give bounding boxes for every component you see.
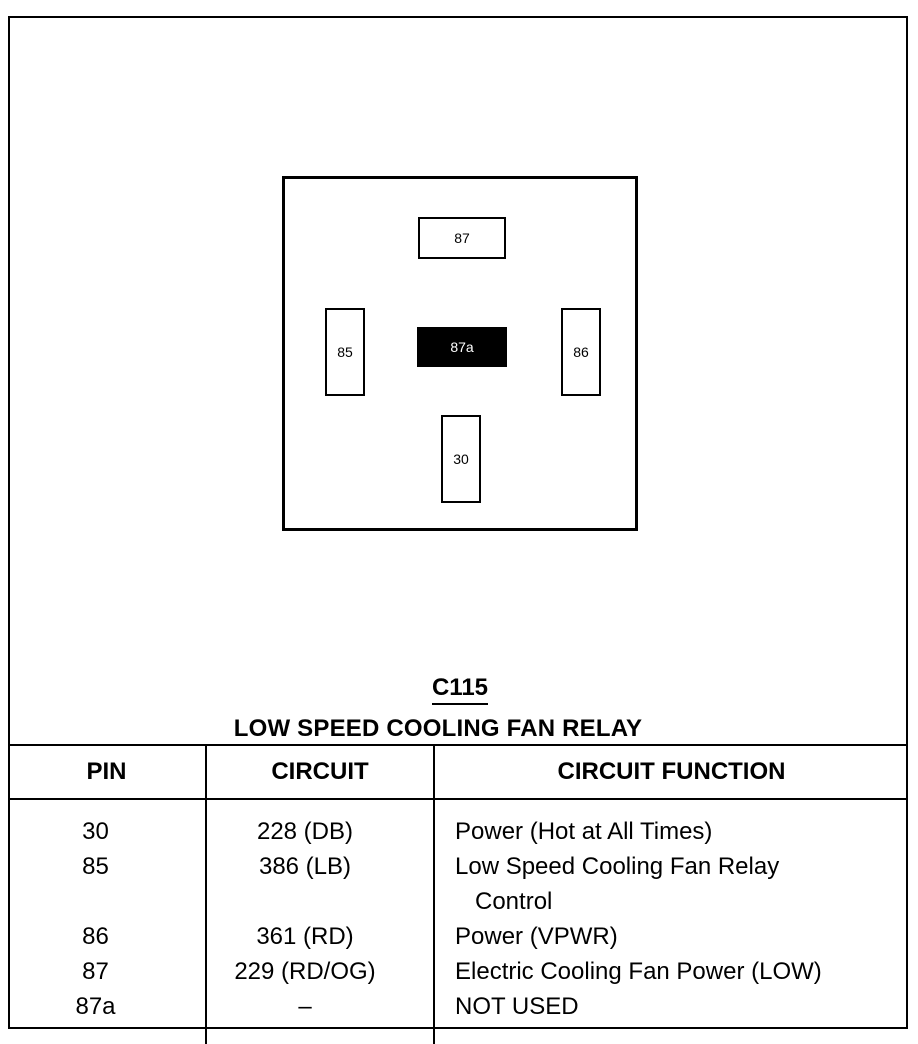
circuit-cell: 361 (RD): [205, 919, 434, 954]
pin-cell: 30: [82, 818, 109, 845]
circuit-cell: 386 (LB): [205, 849, 434, 919]
header-pin: PIN: [8, 744, 206, 800]
cavity-85-label: 85: [337, 344, 353, 360]
connector-name: LOW SPEED COOLING FAN RELAY: [233, 715, 643, 742]
cavity-30: 30: [441, 415, 481, 503]
header-circuit: CIRCUIT: [205, 744, 434, 800]
cavity-87a: 87a: [417, 327, 507, 367]
function-cell: Low Speed Cooling Fan Relay Control: [433, 849, 908, 919]
function-cell: Power (VPWR): [433, 919, 908, 954]
table-row: 87a – NOT USED: [8, 989, 908, 1044]
table-row: 86 361 (RD) Power (VPWR): [8, 919, 908, 954]
pin-cell: 87a: [75, 993, 116, 1020]
circuit-cell: 228 (DB): [205, 799, 434, 849]
function-text: Low Speed Cooling Fan Relay: [455, 853, 780, 880]
cavity-85: 85: [325, 308, 365, 396]
function-text: Electric Cooling Fan Power (LOW): [455, 958, 822, 985]
relay-connector-face: 87 87a 85 86 30: [282, 176, 638, 531]
cavity-30-label: 30: [453, 451, 469, 467]
function-text: Power (Hot at All Times): [455, 818, 713, 845]
connector-id: C115: [431, 674, 489, 705]
table-row: 85 386 (LB) Low Speed Cooling Fan Relay …: [8, 849, 908, 919]
function-text: NOT USED: [455, 993, 579, 1020]
table-header-row: PIN CIRCUIT CIRCUIT FUNCTION: [8, 744, 908, 800]
circuit-cell: –: [205, 989, 434, 1044]
cavity-87a-label: 87a: [450, 339, 474, 355]
cavity-86-label: 86: [573, 344, 589, 360]
pin-cell: 85: [82, 853, 109, 880]
function-cell: Electric Cooling Fan Power (LOW): [433, 954, 908, 989]
circuit-cell: 229 (RD/OG): [205, 954, 434, 989]
cavity-87: 87: [418, 217, 506, 259]
connector-id-heading: C115: [10, 674, 910, 705]
table-row: 87 229 (RD/OG) Electric Cooling Fan Powe…: [8, 954, 908, 989]
header-circuit-function: CIRCUIT FUNCTION: [433, 744, 908, 800]
diagram-frame: 87 87a 85 86 30 C115 LOW SPEED COOLING F…: [8, 16, 910, 1044]
function-text: Power (VPWR): [455, 923, 618, 950]
table-row: 30 228 (DB) Power (Hot at All Times): [8, 799, 908, 849]
pin-cell: 87: [82, 958, 109, 985]
cavity-86: 86: [561, 308, 601, 396]
pinout-table: PIN CIRCUIT CIRCUIT FUNCTION 30 228 (DB)…: [8, 744, 908, 1044]
function-cell: NOT USED: [433, 989, 908, 1044]
pin-cell: 86: [82, 923, 109, 950]
function-cell: Power (Hot at All Times): [433, 799, 908, 849]
cavity-87-label: 87: [454, 230, 470, 246]
function-text-continued: Control: [475, 888, 553, 915]
